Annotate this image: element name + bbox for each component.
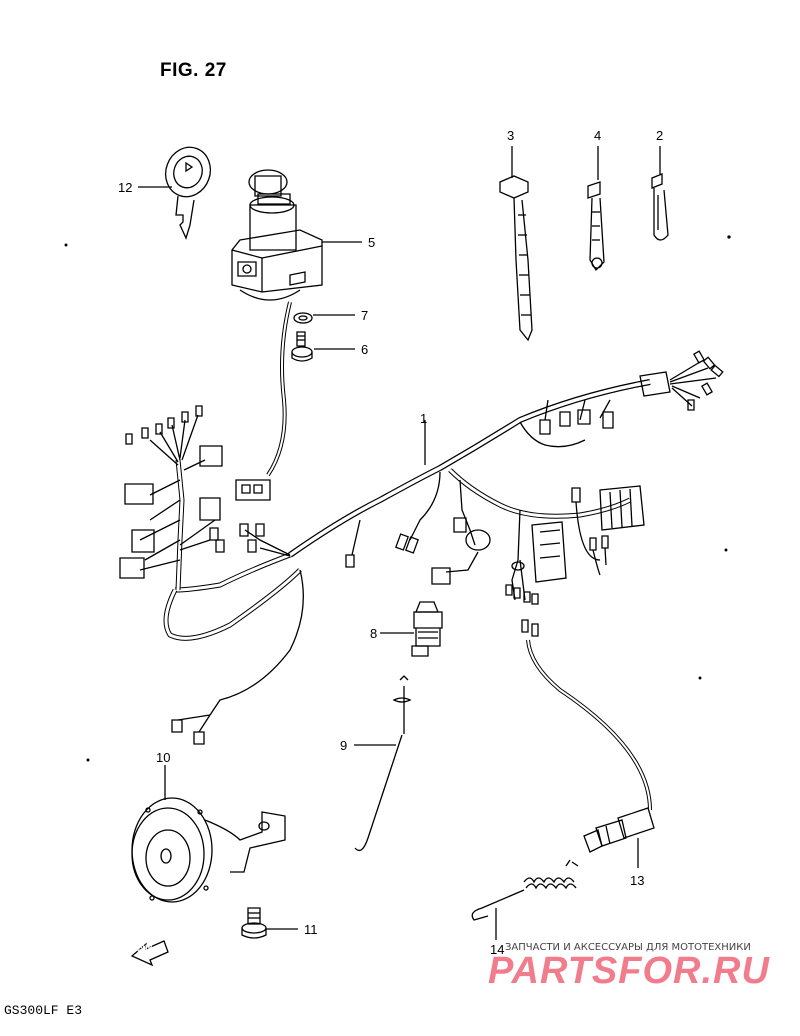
callout-12: 12 [118,180,133,195]
callout-10: 10 [156,750,171,765]
cable-clamp[interactable] [500,176,532,340]
cable-band[interactable] [588,182,604,270]
figure-title: FIG. 27 [160,60,227,81]
front-brake-light-switch[interactable] [522,620,654,852]
callout-8: 8 [370,626,378,641]
callout-5: 5 [368,235,376,250]
callout-11: 11 [304,922,318,937]
forward-direction-arrow [132,941,168,965]
ignition-switch-connector[interactable] [236,480,270,500]
callout-13: 13 [630,873,645,888]
ignition-key[interactable] [159,141,217,238]
main-wiring-harness[interactable] [120,351,723,744]
callout-4: 4 [594,128,602,143]
ignition-switch[interactable] [232,170,322,300]
callout-6: 6 [361,342,369,357]
callout-3: 3 [507,128,515,143]
callout-9: 9 [340,738,348,753]
horn[interactable] [132,798,285,902]
washer[interactable] [294,313,312,323]
model-code: GS300LF E3 [4,1003,83,1018]
callout-14: 14 [490,942,505,957]
watermark-logo: PARTSFOR.RU [488,950,770,992]
callout-2: 2 [656,128,664,143]
callout-1: 1 [420,411,428,426]
horn-bolt[interactable] [242,908,266,938]
callout-7: 7 [361,308,369,323]
watermark-tagline: ЗАПЧАСТИ И АКСЕССУАРЫ ДЛЯ МОТОТЕХНИКИ [505,942,751,953]
rear-brake-light-switch[interactable] [412,602,442,656]
front-brake-switch-cable [528,640,650,810]
brake-switch-spring[interactable] [355,676,410,850]
screw[interactable] [292,332,312,361]
return-spring[interactable] [472,860,578,920]
wire-clip[interactable] [652,174,668,240]
